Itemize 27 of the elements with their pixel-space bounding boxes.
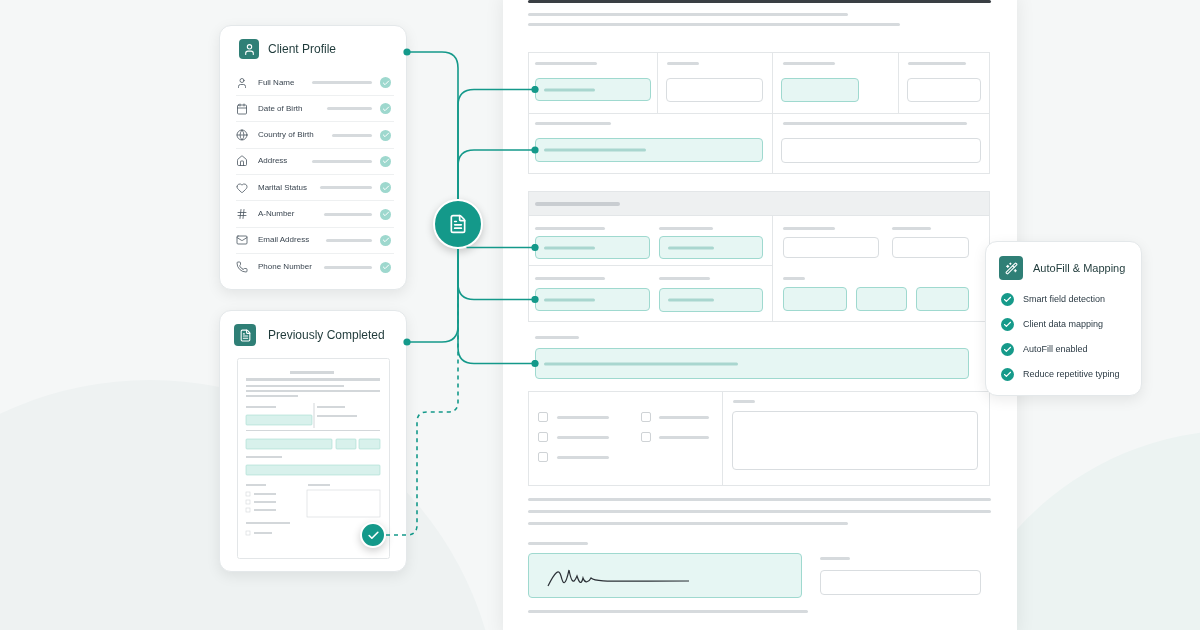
field-label: Country of Birth [258, 129, 314, 142]
field-label: Phone Number [258, 261, 312, 274]
feature-item: Smart field detection [1023, 293, 1106, 306]
field-label: Full Name [258, 76, 295, 89]
card [985, 241, 1142, 396]
form-field [535, 78, 651, 101]
form-field [535, 288, 650, 311]
field-label: A-Number [258, 208, 295, 220]
form-field [535, 348, 969, 379]
field-label: Address [258, 155, 288, 168]
form-field [535, 138, 763, 162]
form-field [659, 236, 763, 259]
card [219, 25, 407, 290]
connector-line [465, 243, 539, 252]
feature-item: Client data mapping [1023, 318, 1104, 331]
card-title: AutoFill & Mapping [1033, 260, 1126, 276]
field-label: Marital Status [258, 181, 307, 194]
feature-item: AutoFill enabled [1023, 343, 1088, 356]
card [219, 310, 407, 572]
field-label: Date of Birth [258, 102, 303, 115]
feature-item: Reduce repetitive typing [1023, 368, 1120, 381]
card-title: Previously Completed [268, 327, 385, 344]
field-label: Email Address [258, 234, 310, 247]
form-field [535, 236, 650, 259]
form-field [659, 288, 763, 312]
card-title: Client Profile [268, 41, 337, 58]
connector-line [457, 146, 539, 200]
